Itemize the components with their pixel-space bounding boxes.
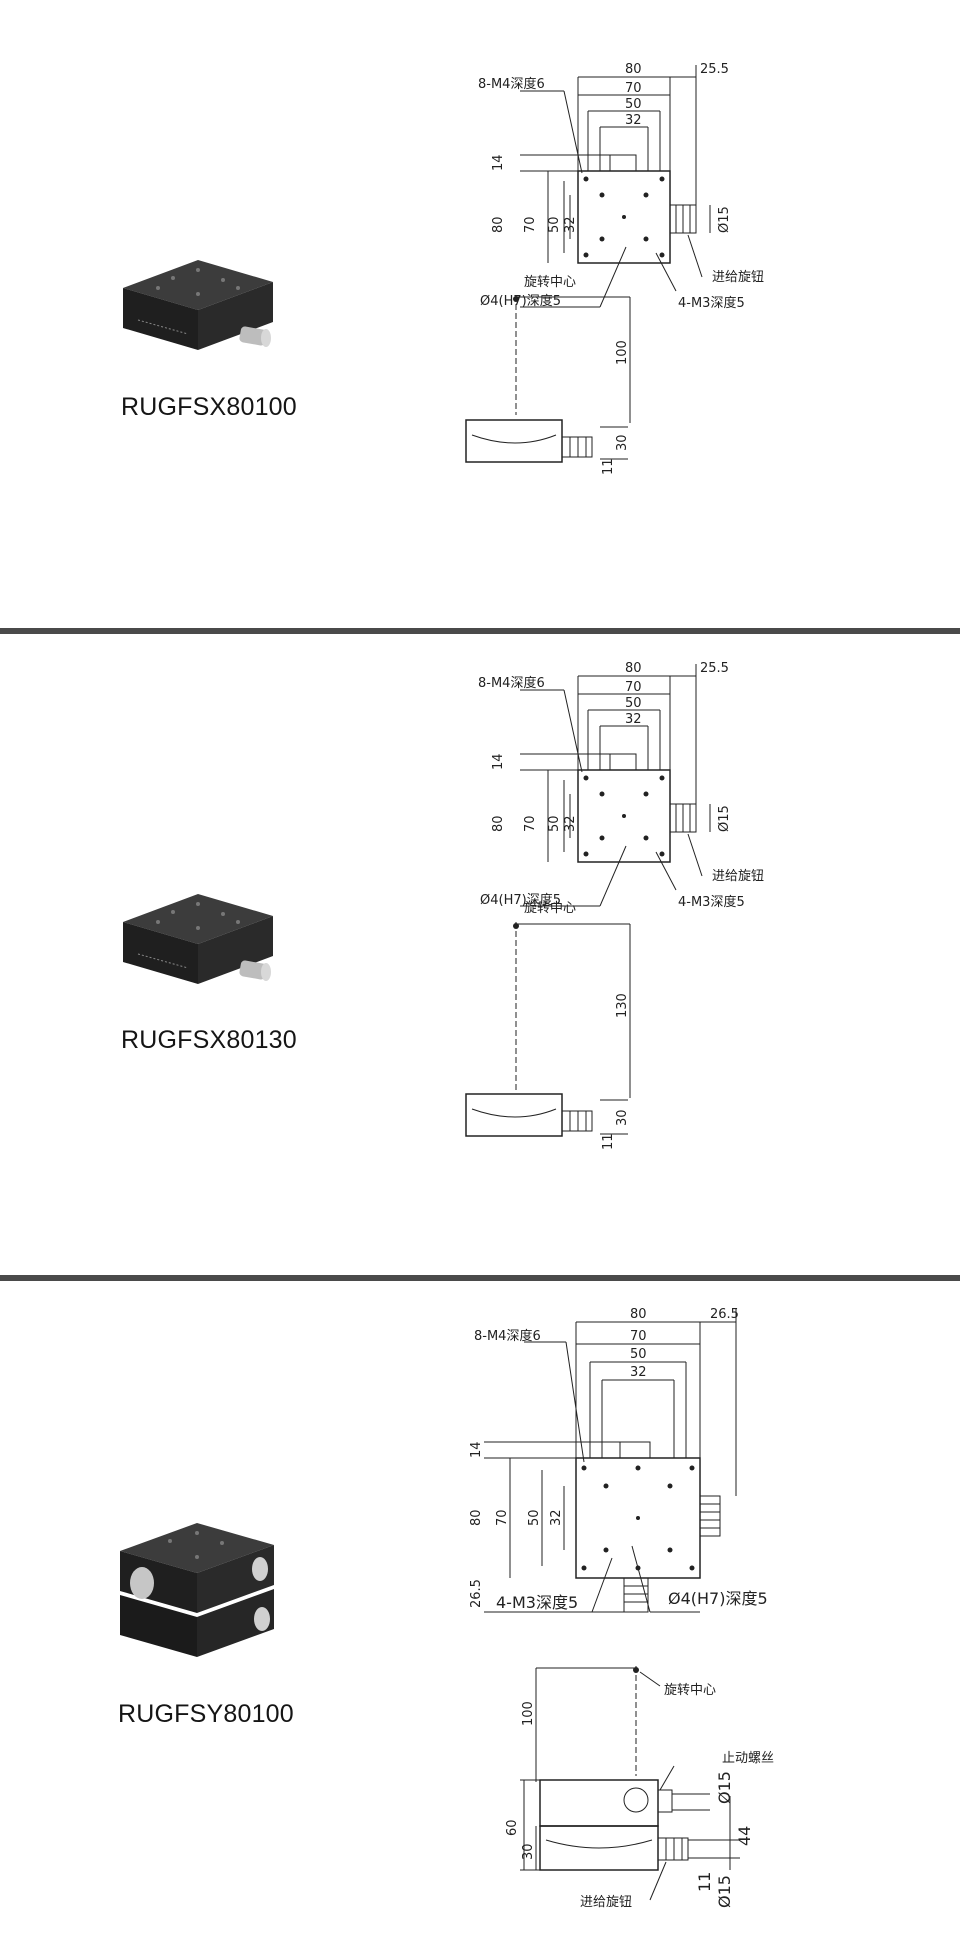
- dim-radius: 130: [615, 993, 630, 1018]
- product-section-3: RUGFSY80100: [0, 1281, 960, 1947]
- product-section-2: RUGFSX80130: [0, 634, 960, 1275]
- small-hole-label: 4-M3深度5: [678, 894, 745, 910]
- dim-height-lower: 30: [521, 1843, 536, 1860]
- dim-offset-bottom: 26.5: [469, 1579, 484, 1608]
- dim-width-50: 50: [625, 97, 642, 112]
- rotation-center-label: 旋转中心: [524, 901, 576, 916]
- dim-height-80: 80: [491, 815, 506, 832]
- dim-44: 44: [735, 1826, 754, 1846]
- dim-height-32: 32: [563, 216, 578, 233]
- technical-drawing-1: 80 25.5 70 50 32 8-M4深度6 14 80 70 50 32 …: [465, 62, 764, 475]
- rotation-center-label: 旋转中心: [664, 1683, 716, 1698]
- dim-height-70: 70: [523, 216, 538, 233]
- section-divider: [0, 1275, 960, 1281]
- dim-width-70: 70: [630, 1329, 647, 1344]
- technical-drawing-2: 80 25.5 70 50 32 8-M4深度6 14 80 70 50 32 …: [465, 661, 764, 1150]
- dim-height-70: 70: [495, 1509, 510, 1526]
- dim-height-total: 60: [505, 1819, 520, 1836]
- pin-label: Ø4(H7)深度5: [480, 293, 561, 309]
- model-name: RUGFSX80130: [121, 1026, 297, 1054]
- product-section-1: RUGFSX80100: [0, 0, 960, 628]
- pin-label: Ø4(H7)深度5: [668, 1589, 768, 1608]
- dim-dia-upper: Ø15: [715, 1771, 734, 1804]
- dim-radius: 100: [521, 1701, 536, 1726]
- feed-knob-label: 进给旋钮: [580, 1895, 632, 1910]
- dim-width-70: 70: [625, 81, 642, 96]
- dim-side-height: 30: [615, 1109, 630, 1126]
- dim-side-height: 30: [615, 434, 630, 451]
- dim-height-50: 50: [547, 216, 562, 233]
- dim-width-80: 80: [630, 1307, 647, 1322]
- small-hole-label: 4-M3深度5: [496, 1593, 578, 1612]
- rotation-center-label: 旋转中心: [524, 275, 576, 290]
- model-name: RUGFSX80100: [121, 393, 297, 421]
- dim-height-80: 80: [469, 1509, 484, 1526]
- dim-height-70: 70: [523, 815, 538, 832]
- product-photo-rugfsy80100: [120, 1523, 274, 1657]
- dim-width-50: 50: [630, 1347, 647, 1362]
- dim-height-32: 32: [549, 1509, 564, 1526]
- product-photo-rugfsx80100: [123, 260, 273, 350]
- section-divider: [0, 628, 960, 634]
- hole-label: 8-M4深度6: [474, 1328, 541, 1344]
- feed-knob-label: 进给旋钮: [712, 869, 764, 884]
- dim-radius: 100: [615, 340, 630, 365]
- dim-side-base: 11: [695, 1872, 714, 1892]
- hole-label: 8-M4深度6: [478, 76, 545, 92]
- dim-dia-lower: Ø15: [715, 1875, 734, 1908]
- dim-width-50: 50: [625, 696, 642, 711]
- dim-width-80: 80: [625, 661, 642, 676]
- dim-width-32: 32: [630, 1365, 647, 1380]
- dim-side-base: 11: [601, 1133, 616, 1150]
- dim-height-80: 80: [491, 216, 506, 233]
- technical-drawing-3: 80 26.5 70 50 32 8-M4深度6 14 80 70 50 32 …: [469, 1307, 774, 1910]
- pin-label: Ø4(H7)深度5: [480, 892, 561, 908]
- dim-height-32: 32: [563, 815, 578, 832]
- dim-height-50: 50: [547, 815, 562, 832]
- dim-width-32: 32: [625, 113, 642, 128]
- dim-height-50: 50: [527, 1509, 542, 1526]
- dim-width-70: 70: [625, 680, 642, 695]
- dim-offset-top: 14: [491, 753, 506, 770]
- small-hole-label: 4-M3深度5: [678, 295, 745, 311]
- model-name: RUGFSY80100: [118, 1700, 294, 1728]
- feed-knob-label: 进给旋钮: [712, 270, 764, 285]
- dim-offset-right: 25.5: [700, 661, 729, 676]
- dim-offset-top: 14: [491, 154, 506, 171]
- dim-offset-right: 26.5: [710, 1307, 739, 1322]
- product-photo-rugfsx80130: [123, 894, 273, 984]
- dim-side-base: 11: [601, 458, 616, 475]
- dim-knob-dia: Ø15: [717, 805, 732, 832]
- dim-offset-right: 25.5: [700, 62, 729, 77]
- dim-knob-dia: Ø15: [717, 206, 732, 233]
- hole-label: 8-M4深度6: [478, 675, 545, 691]
- dim-offset-top: 14: [469, 1441, 484, 1458]
- dim-width-80: 80: [625, 62, 642, 77]
- dim-width-32: 32: [625, 712, 642, 727]
- stop-screw-label: 止动螺丝: [722, 1751, 774, 1766]
